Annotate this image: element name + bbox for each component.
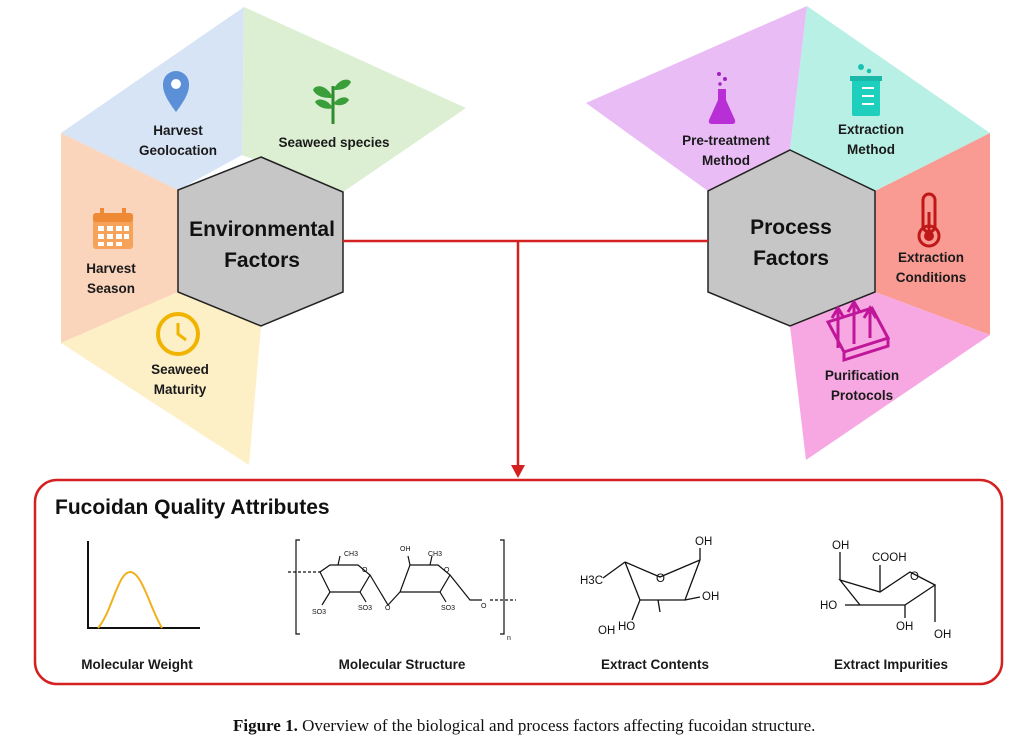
- svg-text:OH: OH: [702, 591, 719, 603]
- svg-text:HO: HO: [820, 600, 837, 612]
- molecular-structure-label: Molecular Structure: [339, 657, 466, 672]
- environmental-title-1: Environmental: [189, 218, 335, 241]
- svg-text:O: O: [910, 571, 919, 583]
- extraction-conditions-label-1: Extraction: [898, 250, 964, 265]
- harvest-season-label-1: Harvest: [86, 261, 136, 276]
- molecular-weight-graph: [87, 541, 200, 629]
- extract-contents-labels: H3C O OH OH HO OH: [580, 536, 719, 637]
- molecular-weight-label: Molecular Weight: [81, 657, 193, 672]
- svg-text:SO3: SO3: [441, 605, 455, 612]
- extract-contents-label: Extract Contents: [601, 657, 709, 672]
- arrow-head: [511, 465, 525, 478]
- svg-text:O: O: [362, 567, 368, 574]
- molecular-structure-drawing: [288, 539, 516, 635]
- purification-label-2: Protocols: [831, 388, 893, 403]
- svg-text:HO: HO: [618, 621, 635, 633]
- flask-icon: [708, 72, 736, 124]
- filter-arrows-icon: [825, 299, 891, 363]
- process-title-2: Factors: [753, 247, 829, 270]
- calendar-icon: [93, 208, 133, 249]
- environmental-hexagon: [177, 156, 344, 327]
- segment-harvest-geolocation: [61, 7, 244, 190]
- seaweed-maturity-label-2: Maturity: [154, 382, 207, 397]
- svg-text:O: O: [656, 573, 665, 585]
- environmental-title-2: Factors: [224, 249, 300, 272]
- svg-text:OH: OH: [832, 540, 849, 552]
- svg-text:OH: OH: [400, 546, 411, 553]
- segment-seaweed-maturity: [61, 292, 261, 465]
- extraction-conditions-label-2: Conditions: [896, 270, 967, 285]
- svg-text:OH: OH: [695, 536, 712, 548]
- purification-label-1: Purification: [825, 368, 899, 383]
- svg-text:COOH: COOH: [872, 552, 907, 564]
- plant-sprout-icon: [313, 79, 351, 124]
- svg-text:SO3: SO3: [312, 609, 326, 616]
- clock-icon: [156, 312, 200, 356]
- harvest-season-label-2: Season: [87, 281, 135, 296]
- svg-text:CH3: CH3: [344, 551, 358, 558]
- extract-impurities-labels: OH COOH O HO OH OH: [820, 540, 951, 641]
- pre-treatment-label-1: Pre-treatment: [682, 133, 770, 148]
- beaker-icon: [850, 64, 882, 116]
- environmental-cluster: Environmental Factors Harvest Geolocatio…: [61, 7, 466, 465]
- extract-impurities-drawing: [838, 552, 937, 622]
- thermometer-icon: [917, 192, 941, 248]
- process-hexagon: [707, 149, 876, 327]
- quality-attributes-box: [33, 478, 1004, 686]
- seaweed-species-label: Seaweed species: [278, 135, 389, 150]
- segment-purification: [790, 292, 990, 460]
- segment-extraction-method: [790, 6, 990, 191]
- svg-text:H3C: H3C: [580, 575, 603, 587]
- segment-seaweed-species: [242, 7, 466, 192]
- svg-text:n: n: [507, 635, 511, 642]
- svg-text:OH: OH: [598, 625, 615, 637]
- connector-lines: [343, 239, 708, 465]
- pre-treatment-label-2: Method: [702, 153, 750, 168]
- svg-text:O: O: [444, 567, 450, 574]
- svg-text:O: O: [481, 603, 487, 610]
- svg-text:OH: OH: [934, 629, 951, 641]
- extraction-method-label-1: Extraction: [838, 122, 904, 137]
- seaweed-maturity-label-1: Seaweed: [151, 362, 209, 377]
- segment-pre-treatment: [586, 6, 807, 191]
- location-pin-icon: [163, 71, 189, 112]
- harvest-geolocation-label-2: Geolocation: [139, 143, 217, 158]
- quality-title: Fucoidan Quality Attributes: [55, 496, 330, 519]
- process-title-1: Process: [750, 216, 832, 239]
- harvest-geolocation-label-1: Harvest: [153, 123, 203, 138]
- figure-caption: Figure 1. Overview of the biological and…: [233, 716, 993, 736]
- extract-contents-drawing: [602, 548, 701, 621]
- caption-label: Figure 1.: [233, 716, 298, 735]
- svg-text:SO3: SO3: [358, 605, 372, 612]
- svg-text:O: O: [385, 605, 391, 612]
- extraction-method-label-2: Method: [847, 142, 895, 157]
- caption-text: Overview of the biological and process f…: [297, 716, 816, 735]
- process-cluster: Process Factors Pre-treatment Method Ext…: [586, 6, 990, 460]
- svg-text:CH3: CH3: [428, 551, 442, 558]
- extract-impurities-label: Extract Impurities: [834, 657, 948, 672]
- svg-text:OH: OH: [896, 621, 913, 633]
- molecular-structure-labels: CH3 OH CH3 O O SO3 SO3 O SO3 O n: [312, 546, 511, 642]
